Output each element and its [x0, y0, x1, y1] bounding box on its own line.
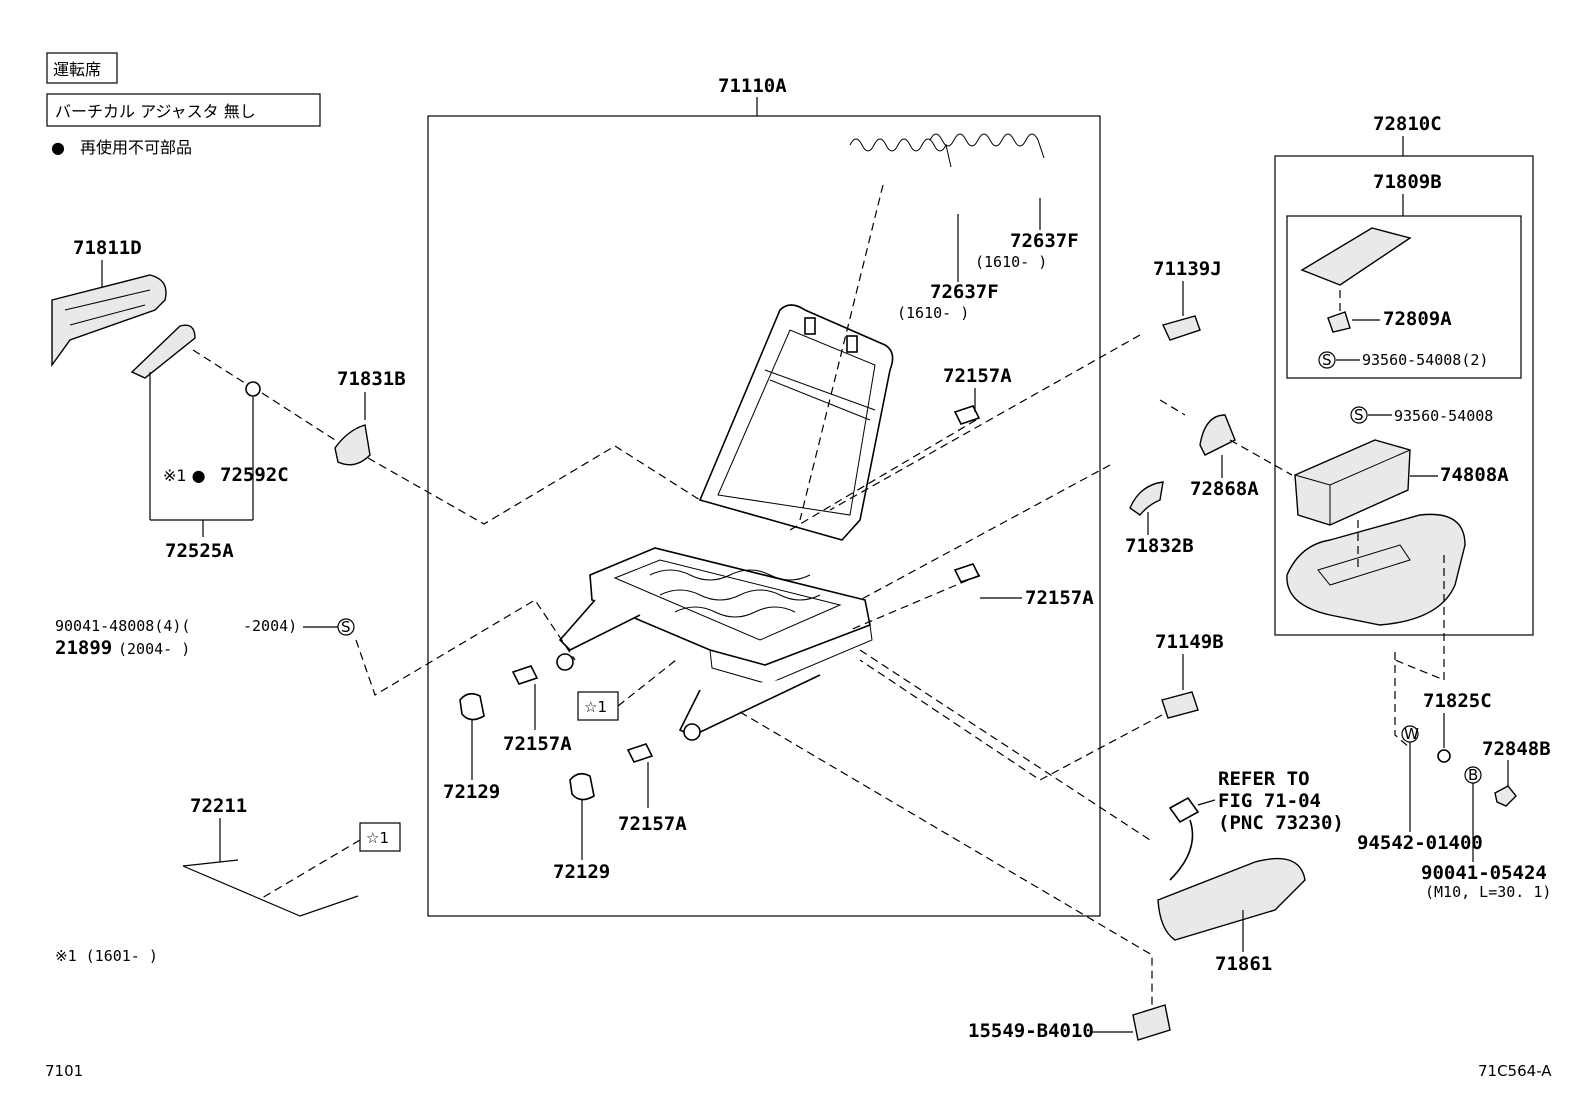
bracket-71149B-shape: [1161, 691, 1199, 719]
lid-71809B-shape: [1300, 227, 1412, 286]
diagram-code: 71C564-A: [1478, 1062, 1552, 1080]
seat-frame-assembly-group: 71110A 72637F: [427, 75, 1141, 917]
cover-71831B-shape: [334, 424, 371, 466]
part-21899: 21899: [55, 637, 112, 659]
part-94542-01400: 94542-01400: [1357, 832, 1483, 854]
star1-outer: ☆1: [366, 829, 389, 847]
part-71831B: 71831B: [337, 368, 406, 390]
tray-74808A-shape: [1294, 439, 1411, 526]
console-body-shape: [1286, 513, 1466, 626]
clip-72157A-left: [511, 665, 539, 685]
clip-72157A-top: [953, 405, 981, 425]
part-72868A: 72868A: [1190, 478, 1259, 500]
part-72129-right: 72129: [553, 861, 610, 883]
left-side-parts: 71811D ※1 ● 72592C 72525A 71831B 90041-4…: [51, 237, 701, 965]
screw-s-icon-inner: [1318, 351, 1336, 369]
part-90041-05424: 90041-05424: [1421, 862, 1547, 884]
part-72848B: 72848B: [1482, 738, 1551, 760]
part-71110A: 71110A: [718, 75, 787, 97]
screw-s-icon-tray: [1350, 406, 1368, 424]
part-90041-05424-spec: (M10, L=30. 1): [1425, 883, 1551, 901]
part-71811D: 71811D: [73, 237, 142, 259]
part-71149B: 71149B: [1155, 631, 1224, 653]
screw-symbol-s-left: S: [341, 618, 351, 636]
spring-72637F-lower: [849, 138, 952, 168]
part-72129-left: 72129: [443, 781, 500, 803]
part-72637F-upper-date: (1610- ): [975, 253, 1047, 271]
part-72809A: 72809A: [1383, 308, 1452, 330]
seat-back-frame-shape: [698, 304, 894, 541]
note-1601: ※1 (1601- ): [55, 947, 158, 965]
no-vertical-adjuster-label: バーチカル アジャスタ 無し: [55, 102, 256, 121]
spring-72637F-upper: [929, 133, 1045, 159]
bolt-b: B: [1468, 766, 1478, 784]
console-outer-box: [1274, 155, 1534, 636]
part-72637F-upper: 72637F: [1010, 230, 1079, 252]
part-90041-48008: 90041-48008(4)(: [55, 617, 190, 635]
part-71809B: 71809B: [1373, 171, 1442, 193]
part-90041-48008-tail: -2004): [243, 617, 297, 635]
cover-72129-right: [569, 772, 595, 801]
knob-72525A-shape: [130, 324, 196, 379]
refer-line1: REFER TO: [1218, 768, 1310, 790]
part-71861: 71861: [1215, 953, 1272, 975]
part-15549-B4010: 15549-B4010: [968, 1020, 1094, 1042]
seat-frame-box: [427, 115, 1101, 917]
shield-71861-shape: [1157, 857, 1306, 941]
screw-s-inner: S: [1322, 351, 1332, 369]
washer-w: W: [1404, 725, 1419, 743]
part-21899-tail: (2004- ): [118, 640, 190, 658]
page-number: 7101: [45, 1062, 83, 1080]
part-72810C: 72810C: [1373, 113, 1442, 135]
part-72157A-bottom: 72157A: [618, 813, 687, 835]
part-72637F-lower: 72637F: [930, 281, 999, 303]
part-72637F-lower-date: (1610- ): [897, 304, 969, 322]
part-93560-54008-2: 93560-54008(2): [1362, 351, 1488, 369]
non-reusable-bullet-icon: ●: [51, 138, 65, 157]
star1-tag-outer: [359, 822, 401, 852]
refer-line3: (PNC 73230): [1218, 812, 1344, 834]
screw-symbol-s-icon: [337, 618, 355, 636]
shield-71811D-shape: [51, 274, 167, 368]
driver-seat-label: 運転席: [53, 60, 101, 79]
part-72157A-mid: 72157A: [1025, 587, 1094, 609]
connector-15549-shape: [1132, 1004, 1171, 1041]
part-71825C: 71825C: [1423, 690, 1492, 712]
star1-inner: ☆1: [584, 698, 607, 716]
part-72525A: 72525A: [165, 540, 234, 562]
harness-73230-shape: [1168, 796, 1200, 881]
washer-71825C-icon: [1437, 749, 1451, 763]
right-side-parts: 71139J 72868A 71832B 71149B REFER TO FIG…: [739, 258, 1344, 1042]
bolt-72848B-shape: [1494, 785, 1517, 807]
non-reusable-legend: 再使用不可部品: [80, 138, 192, 157]
clip-72592C-icon: [245, 381, 261, 397]
part-72592C: 72592C: [220, 464, 289, 486]
clip-72157A-mid: [953, 563, 981, 583]
part-71832B: 71832B: [1125, 535, 1194, 557]
seat-cushion-frame-shape: [556, 547, 873, 741]
refer-line2: FIG 71-04: [1218, 790, 1321, 812]
hinge-72809A-shape: [1327, 311, 1351, 333]
part-74808A: 74808A: [1440, 464, 1509, 486]
bracket-71139J-shape: [1162, 315, 1201, 341]
part-93560-54008: 93560-54008: [1394, 407, 1493, 425]
cover-72868A-shape: [1199, 414, 1236, 456]
part-72592C-mark: ※1 ●: [163, 466, 206, 485]
cover-71832B-shape: [1129, 481, 1164, 516]
rod-72211-shape: [182, 859, 359, 917]
clip-72157A-bottom: [626, 743, 654, 763]
part-71139J: 71139J: [1153, 258, 1222, 280]
screw-s-tray: S: [1354, 406, 1364, 424]
lid-inner-box: [1286, 215, 1522, 379]
part-72157A-top: 72157A: [943, 365, 1012, 387]
console-box-group: 72810C 71809B 72809A S 93560-54008(2) S …: [1274, 113, 1551, 901]
header-legend: 運転席 バーチカル アジャスタ 無し ● 再使用不可部品: [46, 52, 321, 157]
part-72211: 72211: [190, 795, 247, 817]
cover-72129-left: [459, 692, 485, 721]
part-72157A-left: 72157A: [503, 733, 572, 755]
